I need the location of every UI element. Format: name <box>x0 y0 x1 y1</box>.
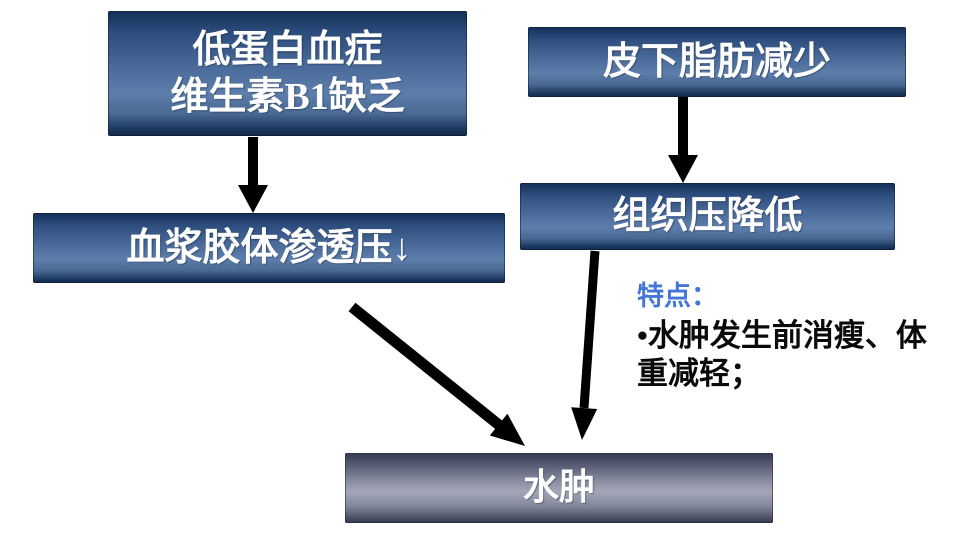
note-heading: 特点： <box>637 281 718 311</box>
arrow-fatloss-to-tissue-pressure <box>668 97 698 183</box>
box-label-line: 水肿 <box>522 467 595 508</box>
box-label-line: 血浆胶体渗透压↓ <box>126 226 412 269</box>
arrow-osmotic-pressure-to-edema <box>348 302 525 446</box>
box-label-line: 皮下脂肪减少 <box>602 40 831 83</box>
characteristics-note: 特点： •水肿发生前消瘦、体重减轻； <box>637 281 952 393</box>
arrow-tissue-pressure-to-edema <box>571 250 600 440</box>
box-label-line: 组织压降低 <box>612 195 803 238</box>
box-subcutaneous-fat-loss: 皮下脂肪减少 <box>528 27 906 97</box>
note-bullet-text: •水肿发生前消瘦、体重减轻； <box>637 318 927 391</box>
box-label-line: 维生素B1缺乏 <box>170 75 405 118</box>
box-hypoproteinemia-vitaminB1-deficiency: 低蛋白血症 维生素B1缺乏 <box>108 11 467 136</box>
box-tissue-pressure-decrease: 组织压降低 <box>520 183 895 250</box>
box-edema: 水肿 <box>345 453 773 523</box>
arrow-hypoproteinemia-to-osmotic-pressure <box>238 137 268 213</box>
box-plasma-colloid-osmotic-pressure-down: 血浆胶体渗透压↓ <box>33 213 505 283</box>
box-label-line: 低蛋白血症 <box>192 29 383 72</box>
